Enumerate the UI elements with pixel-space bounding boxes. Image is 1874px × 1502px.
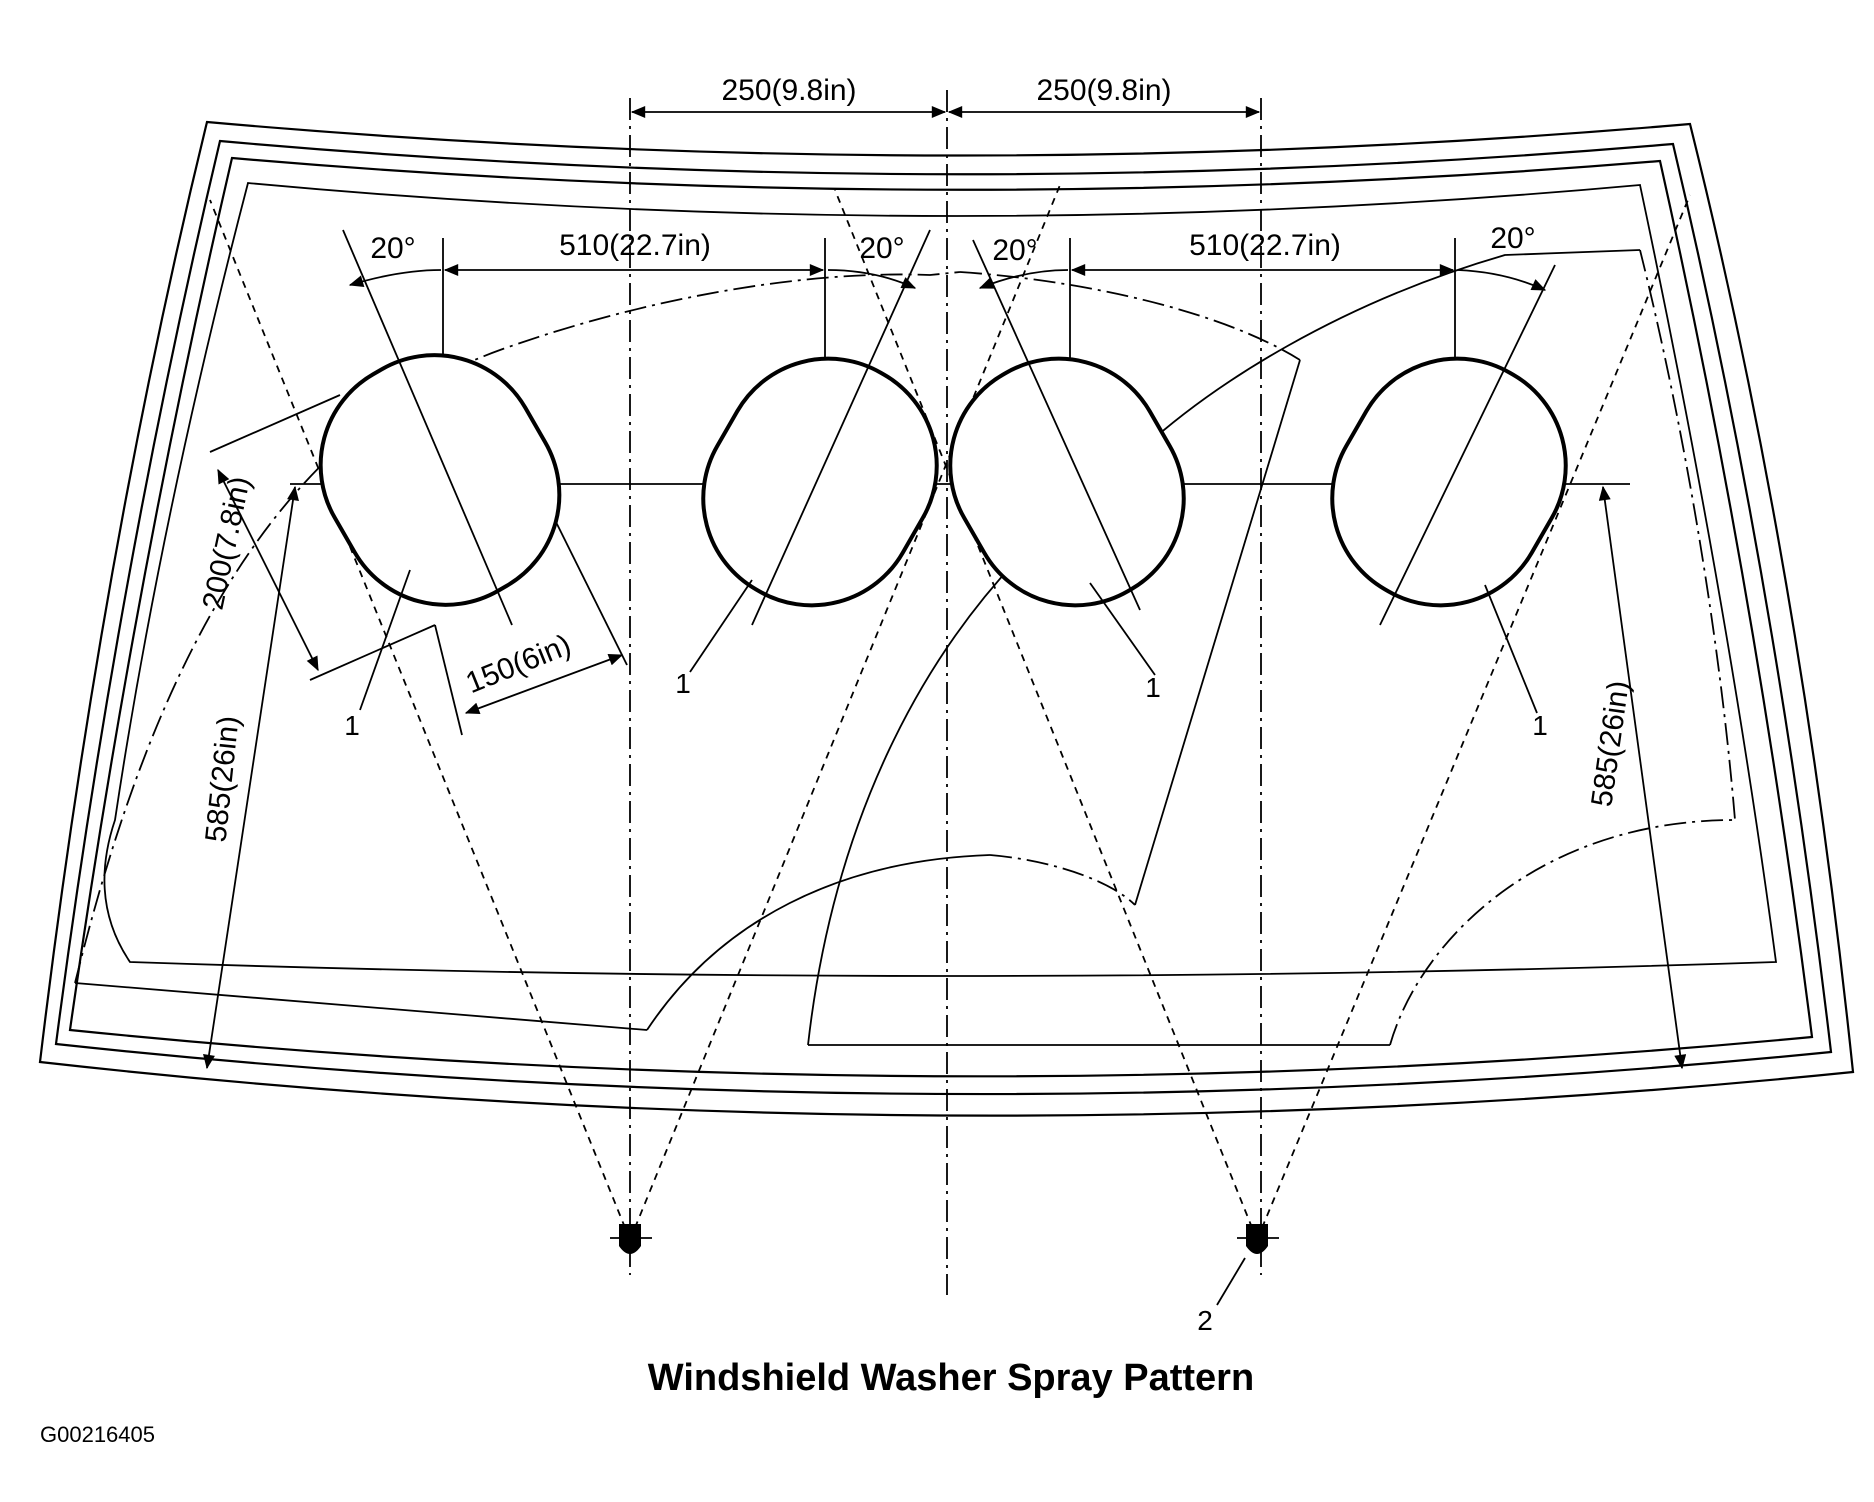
spot-width-label: 150(6in) (461, 628, 575, 700)
figure-code: G00216405 (40, 1422, 155, 1447)
spray-spot-2 (679, 320, 961, 644)
callout-spray-spot-4: 1 (1532, 710, 1548, 741)
top-right-spacing-label: 250(9.8in) (1036, 74, 1171, 107)
top-left-spacing-label: 250(9.8in) (721, 74, 856, 107)
windshield-outline (38, 120, 1855, 1117)
angle-label-2: 20° (859, 232, 904, 265)
nozzle-left (610, 1224, 652, 1254)
spray-spot-1 (282, 339, 598, 644)
angle-arcs (348, 269, 1547, 291)
spot-axes (342, 229, 1556, 626)
callout-washer-nozzle: 2 (1197, 1305, 1213, 1336)
right-spot-spacing-label: 510(22.7in) (1189, 229, 1341, 262)
diagram-title: Windshield Washer Spray Pattern (648, 1357, 1254, 1399)
left-spot-spacing-label: 510(22.7in) (559, 229, 711, 262)
angle-label-1: 20° (370, 232, 415, 265)
nozzle-right (1237, 1224, 1279, 1254)
spray-spot-3 (948, 320, 1201, 631)
spot-height-label: 200(7.8in) (197, 474, 257, 613)
spot-size-dimensions (209, 394, 628, 736)
angle-label-4: 20° (1490, 222, 1535, 255)
height-dimensions (203, 485, 1687, 1070)
spray-lines (209, 184, 1691, 1241)
left-height-label: 585(26in) (200, 714, 246, 844)
angle-label-3: 20° (992, 234, 1037, 267)
right-height-label: 585(26in) (1585, 679, 1635, 809)
callout-spray-spot-3: 1 (1145, 672, 1161, 703)
callout-leaders (359, 569, 1538, 1306)
top-spacing-dimensions (443, 106, 1455, 276)
callout-spray-spot-1: 1 (344, 710, 360, 741)
callout-spray-spot-2: 1 (675, 668, 691, 699)
